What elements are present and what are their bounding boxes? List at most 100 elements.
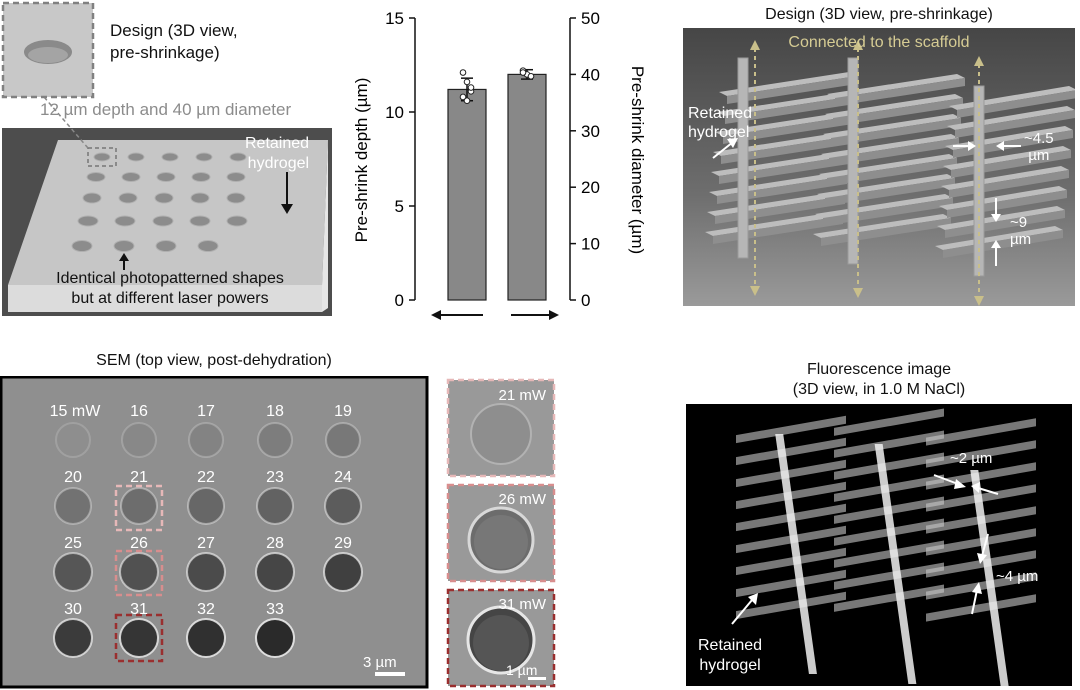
fluorescence-title: Fluorescence image (3D view, in 1.0 M Na… xyxy=(686,360,1072,400)
zoom-31: 1 µm 31 mW xyxy=(446,588,556,688)
fluor-fin xyxy=(736,415,846,444)
left-tick-label: 10 xyxy=(385,103,404,122)
left-axis-label: Pre-shrink depth (µm) xyxy=(352,78,371,243)
fin-top xyxy=(719,72,857,96)
fluor-fin xyxy=(736,437,846,466)
power-label: 27 xyxy=(197,535,215,552)
right-tick-label: 20 xyxy=(581,178,600,197)
sem-well xyxy=(119,552,159,592)
fin-side xyxy=(955,110,1075,138)
inset-title-line1: Design (3D view, xyxy=(110,21,238,40)
fin-top xyxy=(941,166,1069,190)
left-axis-ticks: 0 5 10 15 xyxy=(385,9,415,310)
scaffold-connection-arrows xyxy=(754,48,980,298)
identical-shapes-label: Identical photopatterned shapes but at d… xyxy=(20,269,320,309)
zoom-26: 26 mW xyxy=(446,483,556,583)
fluor-fin xyxy=(834,584,944,612)
left-tick-label: 0 xyxy=(395,291,404,310)
fin-side xyxy=(725,96,855,124)
scaffold-post xyxy=(737,57,749,259)
dimensions-caption: 12 µm depth and 40 µm diameter xyxy=(40,100,292,119)
fluor-fin xyxy=(736,569,846,598)
retained-c-line1: Retained xyxy=(688,105,753,122)
data-point xyxy=(463,97,471,105)
power-label: 18 xyxy=(266,403,284,420)
bars xyxy=(447,67,547,301)
retained-hydrogel-label: Retained hydrogel xyxy=(245,134,309,174)
sem-well xyxy=(53,552,93,592)
retained-c-line2: hydrogel xyxy=(688,124,750,141)
sem-well xyxy=(325,422,361,458)
data-point xyxy=(459,93,467,101)
fluor-post xyxy=(775,434,817,674)
left-tick-label: 15 xyxy=(385,9,404,28)
right-tick-label: 40 xyxy=(581,65,600,84)
fluor-fin xyxy=(834,452,944,480)
depth-arrowhead xyxy=(431,310,441,320)
data-point xyxy=(467,84,475,91)
power-label: 17 xyxy=(197,403,215,420)
sem-well xyxy=(324,487,362,525)
power-label: 20 xyxy=(64,469,82,486)
fluorescence-arrows xyxy=(731,474,999,625)
fluor-fin xyxy=(834,540,944,568)
identical-arrowhead xyxy=(119,253,129,261)
fin-side xyxy=(831,118,961,146)
power-label: 29 xyxy=(334,535,352,552)
sem-well xyxy=(53,618,93,658)
zoom-scale-bar xyxy=(528,677,546,680)
panel-a-figure xyxy=(1,1,332,316)
height-c-line1: ~9 xyxy=(1010,214,1028,231)
fluor-fin xyxy=(926,550,1036,578)
sem-well xyxy=(119,618,159,658)
highlight-21 xyxy=(114,484,164,532)
bar-depth xyxy=(447,88,487,301)
highlight-26 xyxy=(114,549,164,597)
fluorescence-retained-line1: Retained xyxy=(698,637,763,654)
power-label: 31 xyxy=(130,601,148,618)
fin-side xyxy=(833,98,963,126)
sem-title: SEM (top view, post-dehydration) xyxy=(96,352,332,369)
hydrogel-slab-side xyxy=(322,140,328,312)
connected-label: Connected to the scaffold xyxy=(788,34,970,51)
data-point xyxy=(459,69,467,76)
fin-side xyxy=(829,138,959,166)
fluor-fin xyxy=(926,594,1036,622)
sem-well xyxy=(255,618,295,658)
power-label: 15 mW xyxy=(50,403,102,420)
fluor-post xyxy=(874,444,917,684)
sem-well xyxy=(120,487,158,525)
power-label: 32 xyxy=(197,601,215,618)
power-label: 26 xyxy=(130,535,148,552)
fluor-fin xyxy=(834,430,944,458)
inset-source-box xyxy=(87,147,117,167)
fluor-fin xyxy=(736,591,846,620)
sem-well xyxy=(257,422,293,458)
data-point xyxy=(527,72,535,80)
fin-top xyxy=(935,226,1063,250)
fluor-fin xyxy=(926,418,1036,446)
fluorescence-arrowheads xyxy=(748,479,987,605)
zoom-21: 21 mW xyxy=(446,378,556,478)
retained-line1: Retained xyxy=(245,135,310,152)
power-label: 23 xyxy=(266,469,284,486)
fluor-fin xyxy=(926,572,1036,600)
scaffold-fins xyxy=(705,57,1075,277)
inset-title: Design (3D view, pre-shrinkage) xyxy=(110,20,238,64)
right-axis-label: Pre-shrink diameter (µm) xyxy=(628,66,647,254)
sem-well xyxy=(187,487,225,525)
zoom-26-label: 26 mW xyxy=(498,491,546,508)
bar-diameter xyxy=(507,73,547,301)
fluorescence-height-label: ~4 µm xyxy=(996,568,1039,585)
left-tick-label: 5 xyxy=(395,197,404,216)
fluorescent-fins xyxy=(736,408,1036,686)
inset-well-floor xyxy=(28,47,68,63)
scaffold-post xyxy=(847,57,859,265)
zoom-scale-label: 1 µm xyxy=(506,662,537,678)
power-label: 19 xyxy=(334,403,352,420)
sem-well xyxy=(121,422,157,458)
sem-well xyxy=(188,422,224,458)
